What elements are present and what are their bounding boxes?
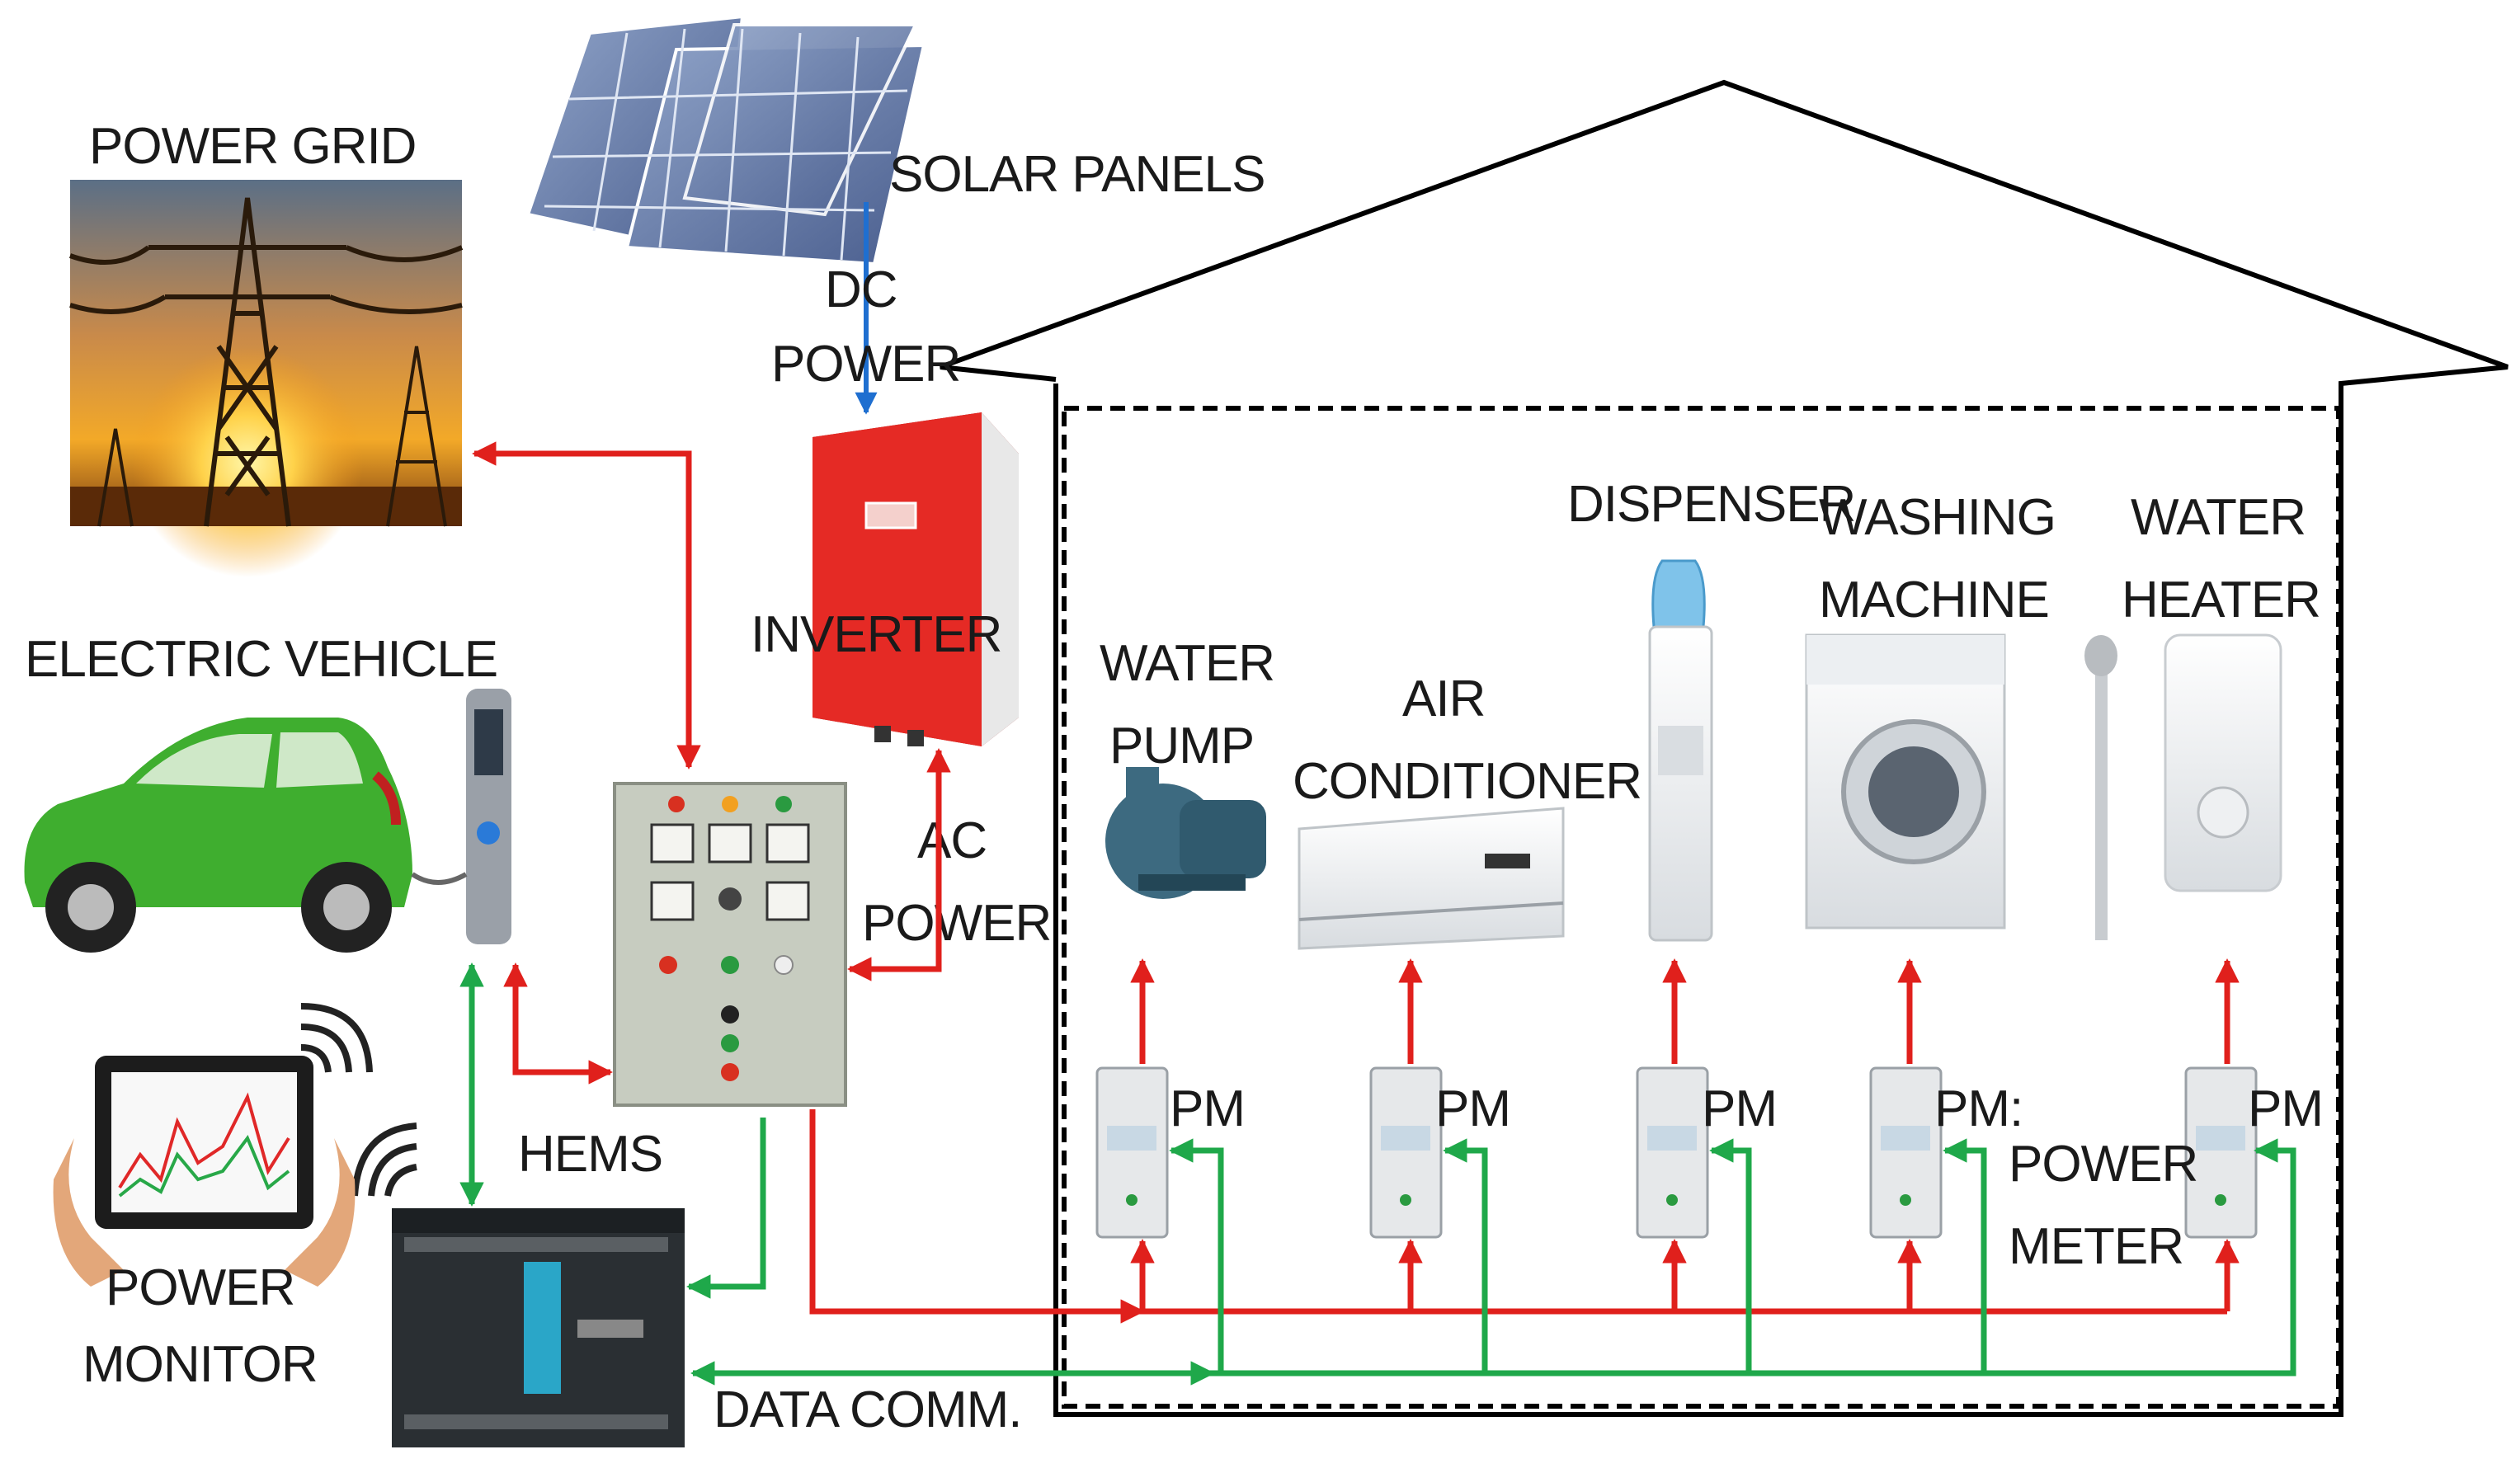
power-meter-icon-5 bbox=[2184, 1066, 2258, 1239]
label-ac-power-line2: POWER bbox=[862, 895, 1051, 952]
wifi-signal-icon-tablet bbox=[300, 1003, 373, 1073]
hems-controller-icon bbox=[392, 1208, 685, 1447]
label-hems: HEMS bbox=[518, 1126, 662, 1183]
data-flow-lines bbox=[459, 962, 2296, 1386]
power-meter-icon-2 bbox=[1369, 1066, 1443, 1239]
label-washing-machine-line2: MACHINE bbox=[1819, 572, 2049, 628]
label-ac-power-line1: AC bbox=[917, 812, 987, 869]
power-meter-icon-1 bbox=[1095, 1066, 1169, 1239]
water-heater-icon bbox=[2084, 633, 2282, 940]
washing-machine-icon bbox=[1805, 633, 2006, 929]
power-flow-lines bbox=[472, 441, 2240, 1324]
wifi-signal-icon bbox=[351, 1122, 417, 1197]
label-water-heater-line1: WATER bbox=[2131, 489, 2306, 546]
label-pm-2: PM bbox=[1435, 1080, 1510, 1137]
label-power-grid: POWER GRID bbox=[89, 118, 416, 175]
label-power-monitor-line2: MONITOR bbox=[82, 1336, 318, 1393]
water-dispenser-icon bbox=[1648, 559, 1713, 942]
label-pm-3: PM bbox=[1702, 1080, 1777, 1137]
control-panel-icon bbox=[613, 782, 847, 1107]
label-inverter: INVERTER bbox=[751, 606, 1001, 663]
label-power-meter-line1: POWER bbox=[2009, 1136, 2197, 1193]
label-power-monitor-line1: POWER bbox=[106, 1259, 294, 1316]
label-washing-machine-line1: WASHING bbox=[1819, 489, 2056, 546]
inverter-icon bbox=[813, 412, 1019, 746]
label-dispenser: DISPENSER bbox=[1567, 476, 1855, 533]
label-water-heater-line2: HEATER bbox=[2122, 572, 2320, 628]
solar-panels-icon bbox=[525, 14, 926, 266]
charging-station-icon bbox=[411, 689, 511, 944]
label-air-conditioner-line1: AIR bbox=[1402, 671, 1485, 727]
label-power-meter-line2: METER bbox=[2009, 1218, 2183, 1275]
power-grid-tower-icon bbox=[68, 180, 464, 577]
label-solar-panels: SOLAR PANELS bbox=[889, 146, 1265, 203]
label-electric-vehicle: ELECTRIC VEHICLE bbox=[25, 631, 497, 688]
power-meter-icon-4 bbox=[1869, 1066, 1943, 1239]
label-pm-1: PM bbox=[1170, 1080, 1245, 1137]
electric-vehicle-icon bbox=[24, 718, 412, 953]
water-pump-icon bbox=[1105, 767, 1266, 899]
label-water-pump-line1: WATER bbox=[1100, 635, 1274, 692]
house-outline bbox=[939, 79, 2509, 1417]
label-water-pump-line2: PUMP bbox=[1109, 718, 1254, 774]
label-pm-5: PM bbox=[2248, 1080, 2323, 1137]
tablet-monitor-icon bbox=[53, 1056, 356, 1287]
power-meter-icon-3 bbox=[1636, 1066, 1709, 1239]
label-data-comm: DATA COMM. bbox=[714, 1381, 1021, 1438]
label-pm-4: PM: bbox=[1934, 1080, 2023, 1137]
label-dc-power-line2: POWER bbox=[771, 336, 960, 393]
label-air-conditioner-line2: CONDITIONER bbox=[1293, 753, 1642, 810]
air-conditioner-icon bbox=[1298, 807, 1565, 950]
label-dc-power-line1: DC bbox=[825, 261, 897, 318]
